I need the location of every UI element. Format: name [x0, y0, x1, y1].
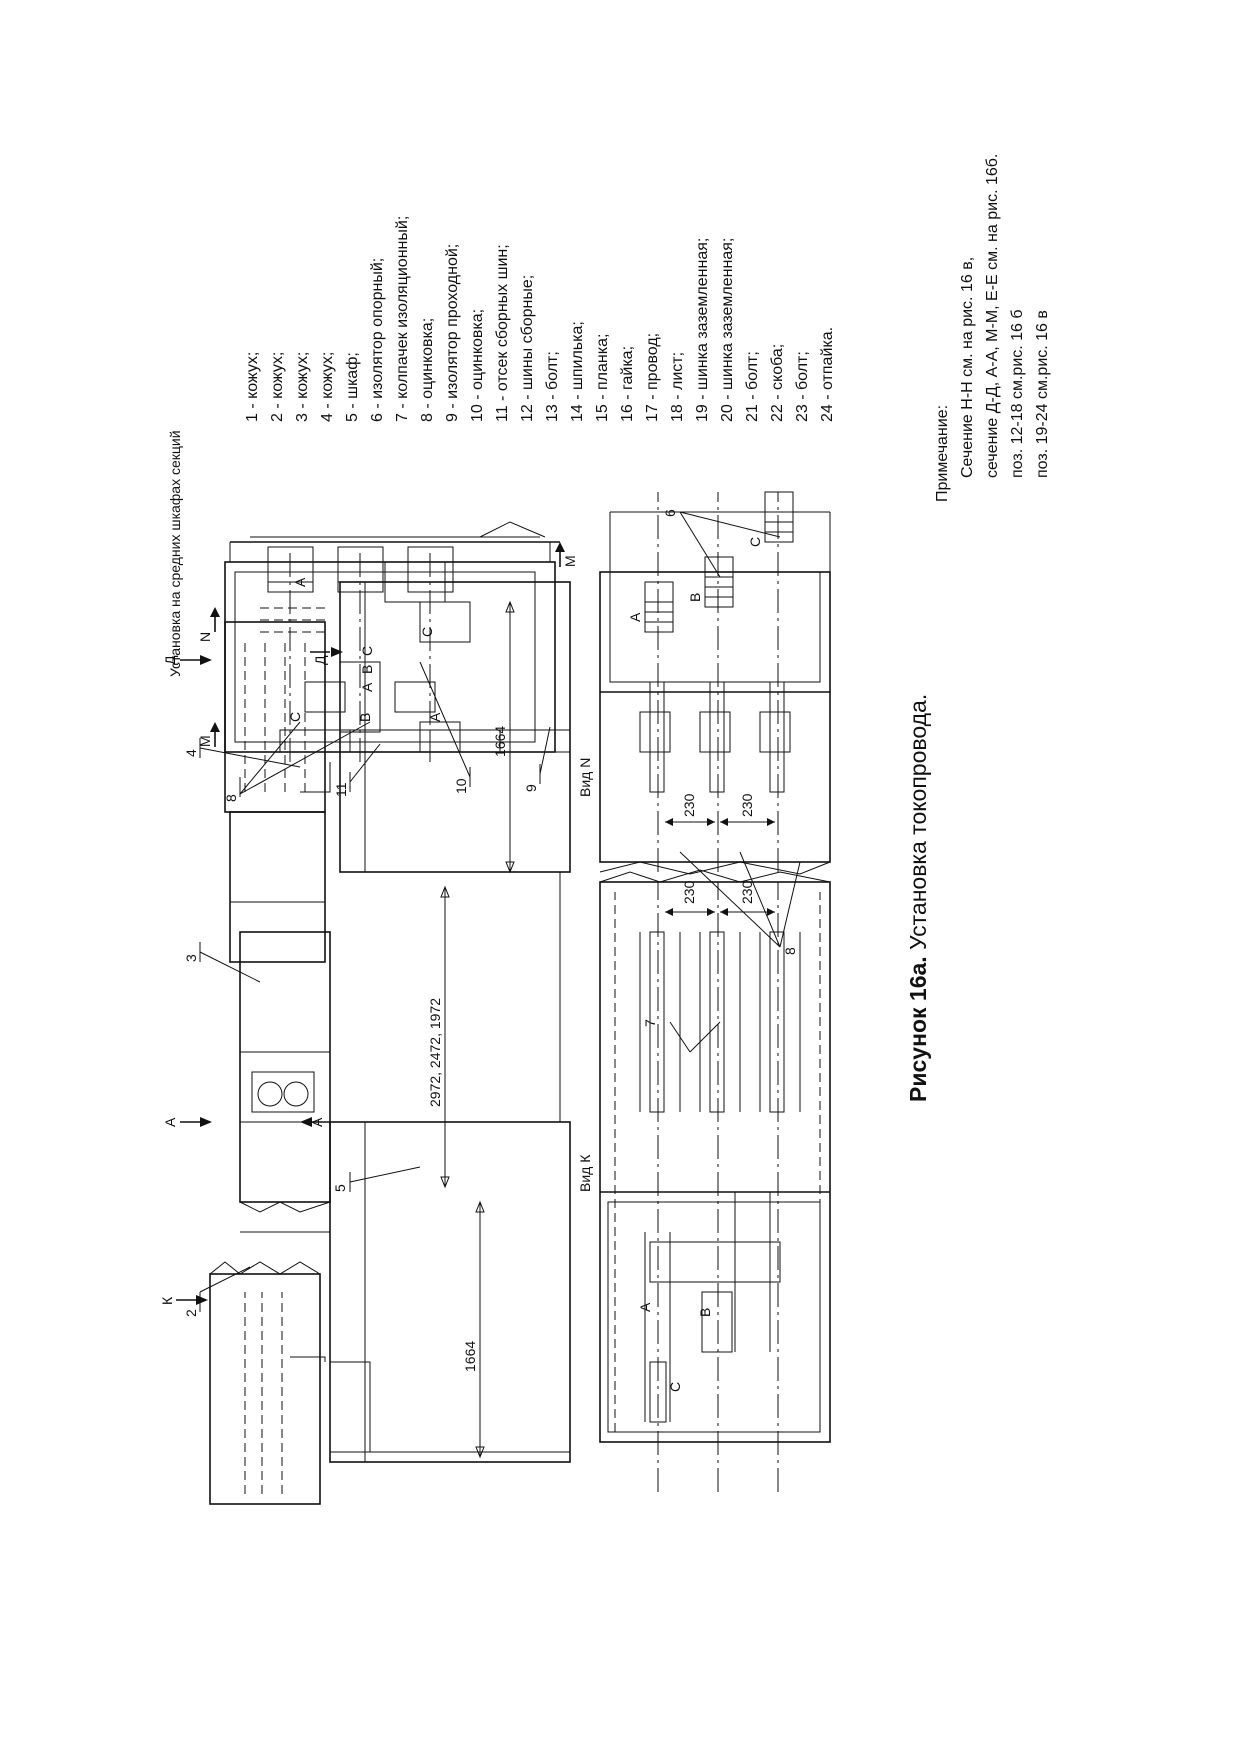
- dim-1664-left: 1664: [462, 1341, 478, 1372]
- phase-label-a-side: A: [359, 682, 375, 692]
- legend-item: 16 - гайка;: [619, 345, 636, 422]
- dim-230-k-2: 230: [739, 880, 755, 904]
- compartment-11: [224, 561, 556, 753]
- legend-item: 2 - кожух;: [269, 351, 286, 422]
- callout-9: 9: [523, 784, 539, 792]
- note-line: сечение Д-Д, А-А, М-М, Е-Е см. на рис. 1…: [984, 153, 1001, 478]
- busbar-phase-a: [419, 552, 571, 762]
- section-arrows-side: [176, 647, 343, 1305]
- dim-range: 2972, 2472, 1972: [427, 998, 443, 1107]
- phase-label-c-side: C: [359, 646, 375, 656]
- callout-7: 7: [642, 1019, 658, 1027]
- phase-label-a-k: A: [637, 1302, 653, 1312]
- side-elevation: [209, 581, 571, 1505]
- view-k-label: Вид К: [577, 1154, 593, 1192]
- phase-label-c-n: C: [747, 537, 763, 547]
- figure-title-text: Установка токопровода.: [905, 693, 931, 950]
- legend-item: 17 - провод;: [644, 332, 661, 422]
- legend-item: 10 - оцинковка;: [469, 308, 486, 422]
- section-mark-a-top: А: [162, 1117, 178, 1127]
- dim-230-n-2: 230: [739, 793, 755, 817]
- legend-item: 20 - шинка заземленная;: [719, 237, 736, 422]
- legend-item: 5 - шкаф;: [344, 352, 361, 422]
- section-mark-n: N: [197, 632, 213, 642]
- phase-label-b-k: B: [697, 1308, 713, 1317]
- legend-item: 3 - кожух;: [294, 351, 311, 422]
- legend-item: 13 - болт;: [544, 351, 561, 422]
- phase-label-b-mm: B: [357, 713, 373, 722]
- legend-item: 19 - шинка заземленная;: [694, 237, 711, 422]
- section-mark-m-top: М: [197, 735, 213, 747]
- side-dimensions: [440, 600, 515, 1459]
- legend-item: 7 - колпачек изоляционный;: [394, 215, 411, 422]
- dim-230-k-1: 230: [681, 880, 697, 904]
- note-line: поз. 12-18 см.рис. 16 б: [1009, 309, 1026, 478]
- legend-item: 23 - болт;: [794, 351, 811, 422]
- insulator-9-set: [267, 546, 454, 593]
- figure-title-number: Рисунок 16а.: [905, 956, 931, 1102]
- legend-item: 24 - отпайка.: [819, 326, 836, 422]
- callout-3: 3: [183, 954, 199, 962]
- callout-leaders-side: [199, 738, 421, 1312]
- legend-item: 22 - скоба;: [769, 343, 786, 422]
- cabinet-5-left: [329, 1121, 571, 1463]
- section-mark-d-bottom: Д: [312, 655, 328, 665]
- cover-3: [239, 931, 331, 1203]
- legend-item: 15 - планка;: [594, 333, 611, 422]
- phase-label-a-n: A: [627, 612, 643, 622]
- section-mark-d-top: Д: [162, 655, 178, 665]
- notes-heading: Примечание:: [934, 404, 951, 502]
- note-line: Сечение Н-Н см. на рис. 16 в,: [959, 256, 976, 478]
- legend-item: 9 - изолятор проходной;: [444, 243, 461, 422]
- legend-item: 18 - лист;: [669, 351, 686, 422]
- notes: Примечание: Сечение Н-Н см. на рис. 16 в…: [930, 154, 1055, 502]
- callout-8-mm: 8: [223, 794, 239, 802]
- legend-item: 8 - оцинковка;: [419, 317, 436, 422]
- callout-11: 11: [333, 782, 349, 797]
- legend-item: 11 - отсек сборных шин;: [494, 244, 511, 422]
- figure-title: Рисунок 16а. Установка токопровода.: [905, 694, 932, 1102]
- callout-5: 5: [332, 1184, 348, 1192]
- phase-label-c-mm: C: [287, 712, 303, 722]
- legend-item: 21 - болт;: [744, 351, 761, 422]
- view-k: [599, 869, 831, 1492]
- legend-item: 12 - шины сборные;: [519, 274, 536, 422]
- section-mark-a-bottom: А: [309, 1117, 325, 1127]
- legend-item: 6 - изолятор опорный;: [369, 257, 386, 422]
- callout-6: 6: [662, 509, 678, 517]
- legend-item: 4 - кожух;: [319, 351, 336, 422]
- legend-item: 1 - кожух;: [244, 351, 261, 422]
- cover-2: [209, 1273, 321, 1505]
- section-arrows-mm: [210, 542, 565, 747]
- section-mark-k: К: [159, 1296, 175, 1305]
- callout-leaders-mm: [239, 661, 551, 797]
- phase-label-b-side: B: [359, 665, 375, 674]
- view-n-label: Вид N: [577, 758, 593, 797]
- phase-label-a-mm: A: [427, 712, 443, 722]
- caption-middle-sections: Установка на средних шкафах секций: [167, 430, 183, 677]
- callout-10: 10: [453, 778, 469, 794]
- view-n: [599, 491, 831, 948]
- phase-label-b-n: B: [687, 593, 703, 602]
- callout-8-n: 8: [782, 947, 798, 955]
- cover-4: [229, 811, 326, 963]
- section-m-m: [224, 521, 571, 762]
- callout-2: 2: [183, 1309, 199, 1317]
- phase-label-c-k: C: [667, 1382, 683, 1392]
- legend-item: 14 - шпилька;: [569, 321, 586, 422]
- dim-230-n-1: 230: [681, 793, 697, 817]
- section-mark-m-bottom: М: [562, 555, 578, 567]
- phase-label-c-mm-ins: C: [419, 627, 435, 637]
- legend: 1 - кожух; 2 - кожух; 3 - кожух; 4 - кож…: [240, 216, 840, 422]
- note-line: поз. 19-24 см.рис. 16 в: [1034, 310, 1051, 478]
- callout-4: 4: [183, 749, 199, 757]
- phase-label-a-mm-ins: A: [292, 577, 308, 587]
